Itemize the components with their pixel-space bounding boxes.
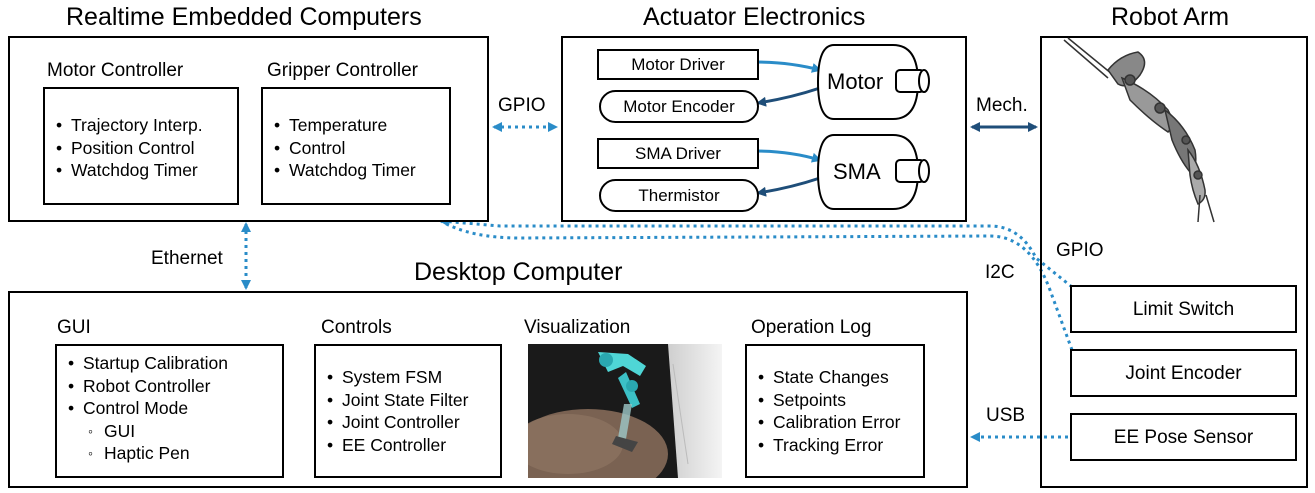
motor-driver-arrow xyxy=(755,60,822,73)
thermistor-box: Thermistor xyxy=(599,179,759,212)
usb-label: USB xyxy=(986,405,1026,426)
operation-log-list: State Changes Setpoints Calibration Erro… xyxy=(758,366,900,456)
ee-pose-sensor-box: EE Pose Sensor xyxy=(1070,413,1297,461)
list-item: Temperature xyxy=(274,114,416,137)
visualization-image xyxy=(528,344,722,478)
actuator-box: Motor Driver Motor Encoder SMA Driver Th… xyxy=(561,36,967,222)
list-item: State Changes xyxy=(758,366,900,389)
desktop-box: GUI Startup Calibration Robot Controller… xyxy=(8,291,968,488)
mech-label: Mech. xyxy=(976,95,1028,116)
list-subitem: Haptic Pen xyxy=(68,442,228,465)
joint-encoder-label: Joint Encoder xyxy=(1125,363,1242,384)
motor-driver-box: Motor Driver xyxy=(597,49,759,80)
gripper-controller-box: Temperature Control Watchdog Timer xyxy=(261,87,451,205)
limit-switch-label: Limit Switch xyxy=(1132,299,1235,320)
gpio-arm-label: GPIO xyxy=(1056,240,1104,261)
list-item: Watchdog Timer xyxy=(274,159,416,182)
gpio-actuator-label: GPIO xyxy=(498,95,546,116)
sma-driver-arrow xyxy=(755,149,822,163)
ee-pose-sensor-label: EE Pose Sensor xyxy=(1113,427,1254,448)
list-item: Position Control xyxy=(56,137,203,160)
list-item: Trajectory Interp. xyxy=(56,114,203,137)
limit-switch-box: Limit Switch xyxy=(1070,285,1297,333)
list-subitem: GUI xyxy=(68,420,228,443)
robot-arm-title: Robot Arm xyxy=(1111,3,1230,31)
robot-arm-box xyxy=(1040,36,1308,488)
operation-log-box: State Changes Setpoints Calibration Erro… xyxy=(745,344,925,478)
list-item: Tracking Error xyxy=(758,434,900,457)
sma-driver-box: SMA Driver xyxy=(597,138,759,169)
operation-log-title: Operation Log xyxy=(751,317,872,338)
controls-list: System FSM Joint State Filter Joint Cont… xyxy=(327,366,468,456)
list-item: Joint Controller xyxy=(327,411,468,434)
ethernet-label: Ethernet xyxy=(151,248,223,269)
gui-list: Startup Calibration Robot Controller Con… xyxy=(68,352,228,465)
sma-label: SMA xyxy=(833,159,881,184)
desktop-title: Desktop Computer xyxy=(414,258,623,286)
gui-box: Startup Calibration Robot Controller Con… xyxy=(55,344,284,478)
list-item-continuation: Control xyxy=(289,137,346,158)
motor-encoder-box: Motor Encoder xyxy=(599,90,759,123)
list-item: Robot Controller xyxy=(68,375,228,398)
motor-encoder-arrow xyxy=(756,86,821,107)
list-item: Calibration Error xyxy=(758,411,900,434)
actuator-title: Actuator Electronics xyxy=(643,3,866,31)
realtime-box: Motor Controller Trajectory Interp. Posi… xyxy=(8,36,489,222)
list-item: System FSM xyxy=(327,366,468,389)
gripper-controller-title: Gripper Controller xyxy=(267,60,418,81)
list-item: Startup Calibration xyxy=(68,352,228,375)
list-item: Control xyxy=(274,137,416,160)
list-item: Joint State Filter xyxy=(327,389,468,412)
motor-label: Motor xyxy=(827,69,884,94)
gui-title: GUI xyxy=(57,317,91,338)
limit-switch-link xyxy=(439,216,1073,289)
thermistor-arrow xyxy=(756,176,821,197)
controls-title: Controls xyxy=(321,317,392,338)
controls-box: System FSM Joint State Filter Joint Cont… xyxy=(314,344,502,478)
list-item: Watchdog Timer xyxy=(56,159,203,182)
visualization-title: Visualization xyxy=(524,317,631,338)
list-item: EE Controller xyxy=(327,434,468,457)
joint-encoder-box: Joint Encoder xyxy=(1070,349,1297,397)
motor-controller-title: Motor Controller xyxy=(47,60,184,81)
i2c-label: I2C xyxy=(985,262,1015,283)
motor-controller-list: Trajectory Interp. Position Control Watc… xyxy=(56,114,203,182)
realtime-title: Realtime Embedded Computers xyxy=(66,3,422,31)
list-item: Setpoints xyxy=(758,389,900,412)
motor-controller-box: Trajectory Interp. Position Control Watc… xyxy=(43,87,239,205)
list-item: Control Mode xyxy=(68,397,228,420)
gripper-controller-list: Temperature Control Watchdog Timer xyxy=(274,114,416,182)
